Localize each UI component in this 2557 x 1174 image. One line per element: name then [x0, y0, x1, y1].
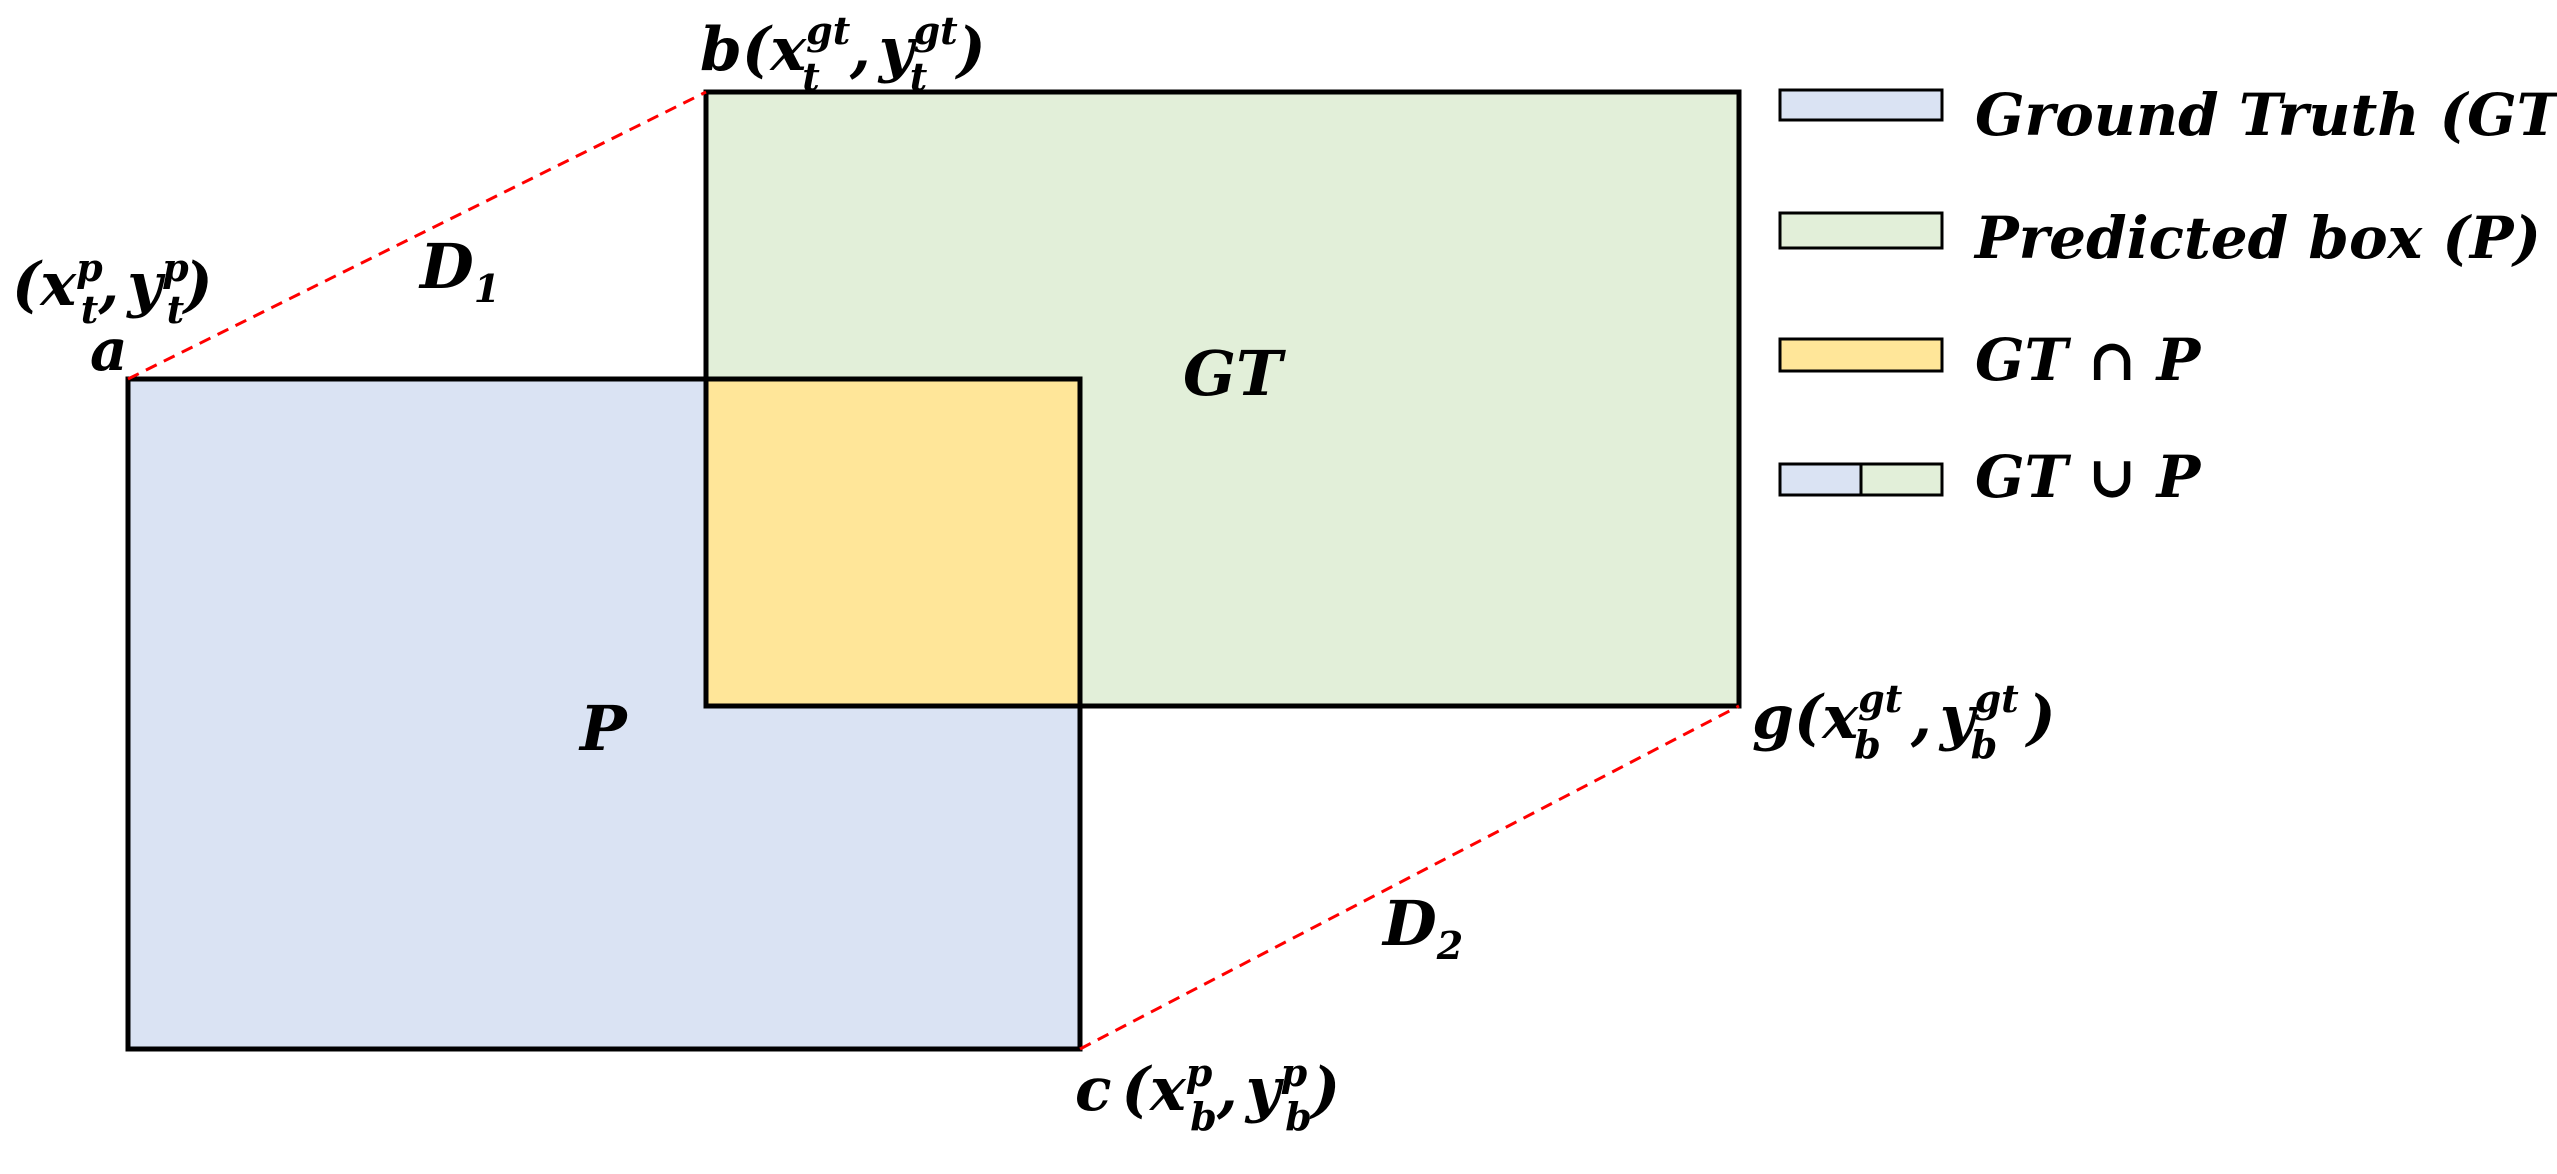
legend-item-ground-truth: Ground Truth (GT) [1778, 81, 2557, 149]
svg-text:(xpt,ypt): (xpt,ypt) [12, 245, 213, 332]
point-a-letter: a [90, 316, 128, 384]
legend-label-intersection: GT ∩ P [1975, 326, 2202, 394]
legend-swatch-union-right [1859, 462, 1944, 497]
legend-swatch-union-left [1778, 462, 1863, 497]
svg-text:c(xpb,ypb): c(xpb,ypb) [1075, 1050, 1340, 1139]
distance-line-d2 [1079, 704, 1740, 1051]
legend-item-predicted-box: Predicted box (P) [1778, 204, 2541, 272]
legend-label-predicted-box: Predicted box (P) [1973, 204, 2541, 272]
legend: Ground Truth (GT) Predicted box (P) GT ∩… [1778, 81, 2557, 511]
legend-label-union: GT ∪ P [1975, 443, 2202, 511]
legend-swatch-ground-truth [1778, 88, 1944, 122]
distance-line-d1 [127, 90, 707, 381]
distance-label-d2: D2 [1381, 887, 1463, 968]
legend-swatch-predicted-box [1778, 211, 1944, 250]
gt-box-label: GT [1183, 337, 1286, 410]
legend-item-union: GT ∪ P [1778, 443, 2202, 511]
p-box-label: P [578, 692, 629, 765]
intersection-region [703, 376, 1083, 709]
distance-label-d1: D1 [418, 230, 500, 311]
legend-label-ground-truth: Ground Truth (GT) [1975, 81, 2557, 149]
legend-swatch-intersection [1778, 337, 1944, 373]
legend-item-intersection: GT ∩ P [1778, 326, 2202, 394]
